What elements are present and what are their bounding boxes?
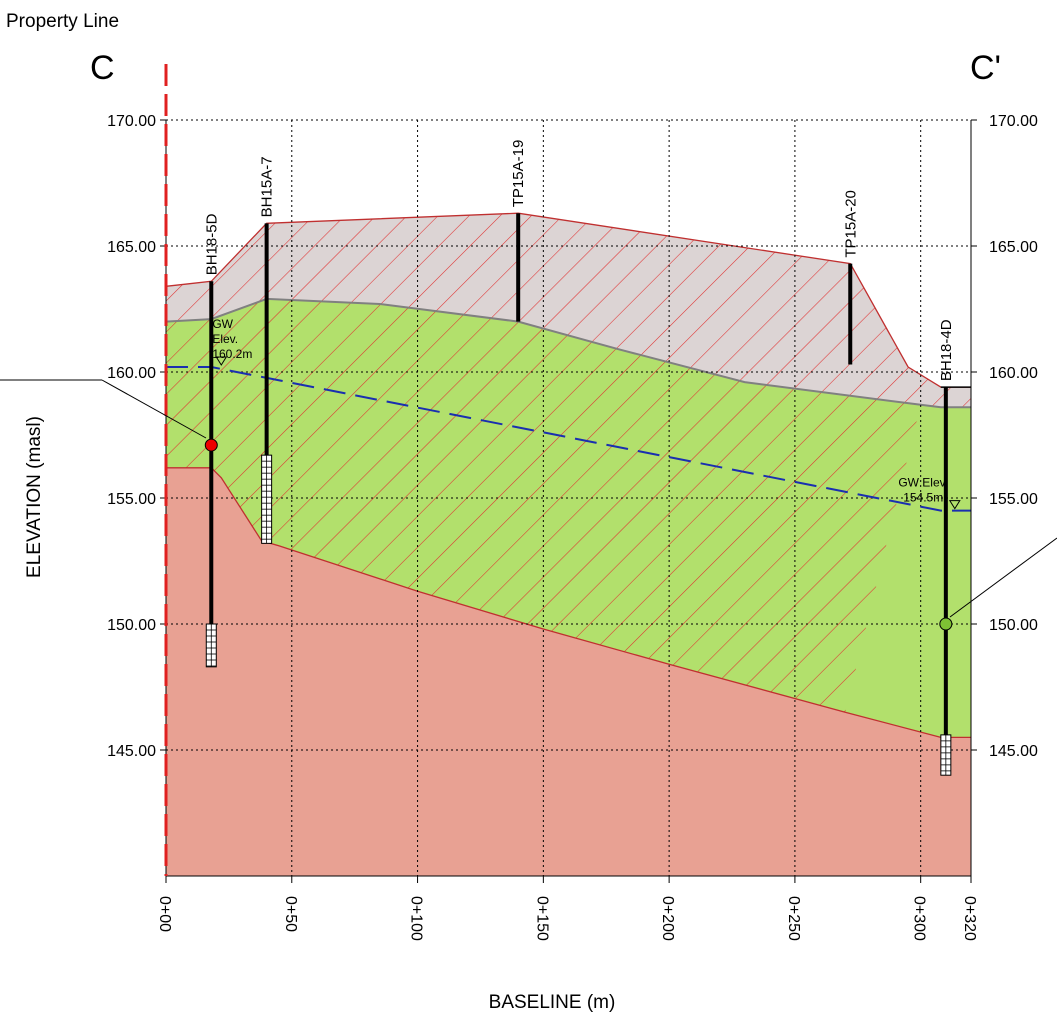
groundwater-label-line: Elev. bbox=[212, 332, 238, 346]
x-axis-title: BASELINE (m) bbox=[489, 992, 616, 1013]
groundwater-label-line: GW bbox=[212, 317, 233, 331]
ground-surface-line bbox=[165, 212, 971, 388]
borehole-label-BH18-5D: BH18-5D bbox=[203, 213, 220, 275]
upper-layer-boundary bbox=[165, 297, 971, 409]
y-tick-label-right-170: 170.00 bbox=[989, 113, 1038, 130]
groundwater-label-2: GW Elev.154.5m bbox=[898, 476, 948, 505]
y-tick-label-left-165: 165.00 bbox=[107, 239, 156, 256]
x-tick-label-250: 0+250 bbox=[785, 896, 802, 941]
x-tick-labels: 0+00 0+50 0+100 0+150 0+200 0+250 0+300 0+320 bbox=[156, 896, 978, 941]
property-line-label: Property Line bbox=[6, 11, 119, 32]
y-tick-labels-right: 145.00 150.00 155.00 160.00 165.00 170.00 bbox=[989, 113, 1038, 760]
borehole-label-BH18-4D: BH18-4D bbox=[938, 319, 955, 381]
lower-layer-fill bbox=[166, 467, 971, 876]
upper-layer-hatch bbox=[166, 213, 971, 408]
y-tick-label-left-150: 150.00 bbox=[107, 617, 156, 634]
x-tick-label-300: 0+300 bbox=[911, 896, 928, 941]
x-tick-label-0: 0+00 bbox=[156, 896, 173, 932]
x-tick-label-200: 0+200 bbox=[659, 896, 676, 941]
water-table-triangle bbox=[948, 500, 961, 510]
y-tick-label-right-150: 150.00 bbox=[989, 617, 1038, 634]
x-tick-label-100: 0+100 bbox=[408, 896, 425, 941]
groundwater-label-line: 160.2m bbox=[212, 347, 252, 361]
x-tick-label-320: 0+320 bbox=[961, 896, 978, 941]
y-tick-label-left-145: 145.00 bbox=[107, 743, 156, 760]
borehole-marker-BH18-5D bbox=[204, 438, 218, 452]
borehole-label-BH15A-7: BH15A-7 bbox=[259, 156, 276, 217]
section-end-label: C' bbox=[970, 49, 1001, 87]
groundwater-dashed-line bbox=[166, 366, 971, 512]
borehole-label-TP15A-19: TP15A-19 bbox=[510, 140, 527, 208]
y-tick-label-right-155: 155.00 bbox=[989, 491, 1038, 508]
groundwater-label-line: GW Elev. bbox=[898, 476, 948, 490]
groundwater-label-line: 154.5m bbox=[903, 491, 943, 505]
borehole-label-TP15A-20: TP15A-20 bbox=[842, 190, 859, 258]
y-tick-label-right-160: 160.00 bbox=[989, 365, 1038, 382]
leader-line-right bbox=[949, 537, 1057, 618]
y-tick-label-right-145: 145.00 bbox=[989, 743, 1038, 760]
water-table-triangle bbox=[215, 356, 228, 366]
grid-lines bbox=[166, 119, 971, 876]
y-axis-title: ELEVATION (masl) bbox=[24, 416, 45, 578]
y-tick-label-left-160: 160.00 bbox=[107, 365, 156, 382]
y-tick-labels-left: 145.00 150.00 155.00 160.00 165.00 170.00 bbox=[107, 113, 156, 760]
y-tick-label-right-165: 165.00 bbox=[989, 239, 1038, 256]
leader-line-left-diagonal bbox=[101, 379, 207, 439]
x-tick-label-150: 0+150 bbox=[533, 896, 550, 941]
x-tick-label-50: 0+50 bbox=[282, 896, 299, 932]
borehole-marker-BH18-4D bbox=[939, 617, 953, 631]
y-tick-label-left-155: 155.00 bbox=[107, 491, 156, 508]
y-tick-label-left-170: 170.00 bbox=[107, 113, 156, 130]
section-start-label: C bbox=[90, 49, 115, 87]
